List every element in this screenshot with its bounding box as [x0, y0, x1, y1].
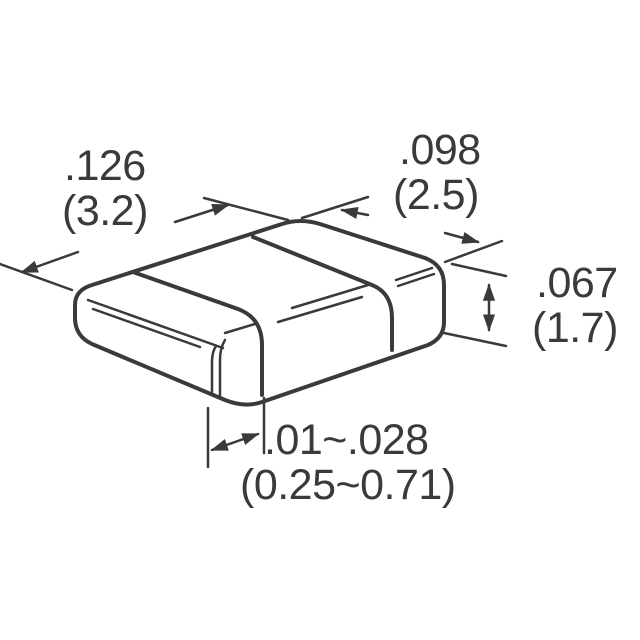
left-terminal-edge [131, 270, 264, 397]
length-mm: (3.2) [62, 187, 148, 235]
length-inch: .126 [64, 142, 146, 190]
right-terminal-edge [251, 235, 394, 352]
height-inch: .067 [536, 259, 618, 307]
width-mm: (2.5) [393, 171, 479, 219]
length-dimension-label: .126 (3.2) [62, 144, 148, 234]
width-dimension-label: .098 (2.5) [393, 128, 481, 218]
height-mm: (1.7) [532, 304, 618, 352]
width-inch: .098 [399, 126, 481, 174]
chip-body-outline [73, 219, 446, 407]
terminal-mm: (0.25~0.71) [240, 461, 456, 509]
terminal-inch: .01~.028 [264, 416, 429, 464]
terminal-dimension-label: .01~.028 (0.25~0.71) [240, 418, 456, 508]
height-dimension-label: .067 (1.7) [532, 261, 618, 351]
